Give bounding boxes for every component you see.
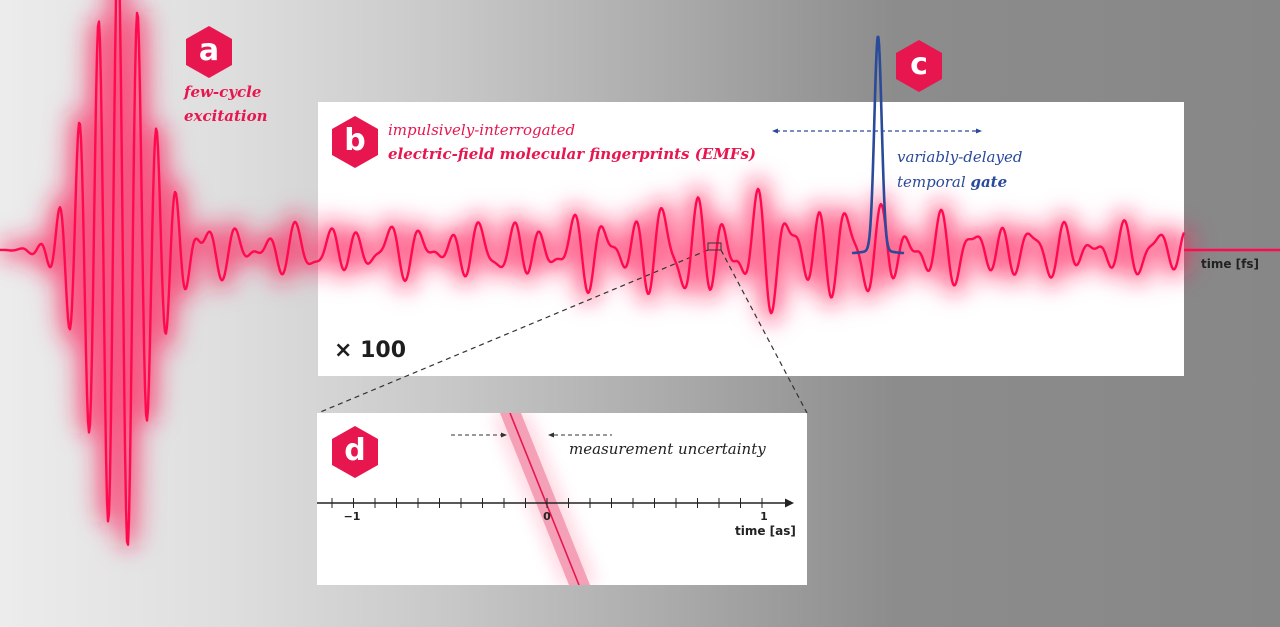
badge-b: b (332, 116, 378, 168)
badge-d: d (332, 426, 378, 478)
few-cycle-excitation-label: few-cycle excitation (184, 83, 268, 125)
emf-waveform (0, 0, 1186, 546)
badge-a: a (186, 26, 232, 78)
emf-label: impulsively-interrogated electric-field … (388, 121, 757, 163)
arrow-right-icon (501, 432, 507, 438)
zoom-connector-left (317, 249, 709, 414)
temporal-gate-pulse (851, 35, 905, 255)
arrow-right-icon (976, 128, 982, 134)
inset-field-line (509, 413, 580, 585)
zoom-region-box (707, 242, 722, 251)
tick-label-minus-1: −1 (343, 510, 361, 523)
tick-label-0: 0 (543, 510, 551, 523)
axis-arrow-icon (785, 498, 794, 508)
arrow-left-icon (772, 128, 778, 134)
tick-label-1: 1 (760, 510, 768, 523)
inset-axis-label: time [as] (735, 524, 796, 538)
zoom-connector-right (720, 249, 808, 414)
main-axis-label: time [fs] (1201, 257, 1260, 271)
temporal-gate-label: variably-delayed temporal gate (897, 148, 1023, 191)
scale-factor-label: × 100 (334, 338, 407, 363)
badge-c: c (896, 40, 942, 92)
arrow-left-icon (548, 432, 554, 438)
measurement-uncertainty-label: measurement uncertainty (569, 440, 766, 458)
